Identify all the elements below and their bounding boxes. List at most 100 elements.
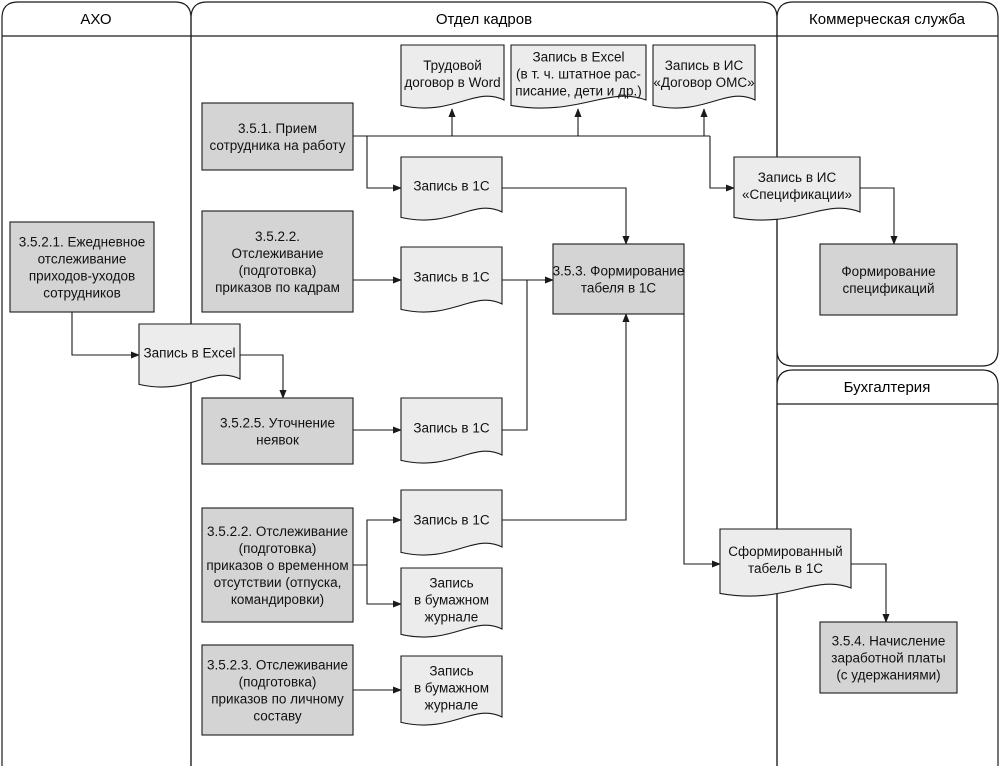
shape-text-line: (подготовка) (239, 541, 317, 556)
shape-text-line: 3.5.2.1. Ежедневное (19, 235, 146, 250)
process-box-pspec: Формирование спецификаций (819, 243, 958, 316)
lane-title-hr: Отдел кадров (436, 11, 532, 28)
shape-text-line: заработной платы (831, 651, 945, 666)
shape-text-line: (в т. ч. штатное рас- (516, 67, 641, 82)
shape-text-line: Запись в ИС (665, 58, 744, 73)
shape-text-line: табеля в 1С (581, 281, 657, 296)
shape-text-line: отсутствии (отпуска, (214, 575, 342, 590)
document-outline (400, 655, 503, 726)
process-box-p3525: 3.5.2.5. Уточнение неявок (201, 397, 354, 465)
flow-1c-to-tabel (502, 187, 630, 245)
shape-text-line: составу (253, 709, 302, 724)
document-shape-dtabel: Сформированный табель в 1С (719, 528, 852, 597)
shape-text-line: журнале (425, 610, 479, 625)
shape-text-line: приказов о временном (206, 558, 348, 573)
shape-text-line: спецификаций (842, 281, 934, 296)
shape-text-line: (с удержаниями) (836, 668, 940, 683)
connectors (71, 108, 898, 694)
shape-text-line: 3.5.2.5. Уточнение (220, 416, 335, 431)
shape-text-line: отслеживание (38, 252, 127, 267)
shape-text-line: Сформированный (728, 544, 842, 559)
process-rect (201, 210, 354, 313)
document-shape-d1c4: Запись в 1С (400, 489, 503, 556)
shape-text-line: договор в Word (404, 75, 500, 90)
flow-1c-temp-to-tabel (502, 313, 630, 521)
document-outline (510, 44, 647, 109)
lane-commercial: Коммерческая служба (776, 1, 999, 367)
shape-text-line: приказов по личному (211, 692, 344, 707)
shape-text-line: «Договор ОМС» (653, 75, 754, 90)
document-outline (138, 323, 241, 388)
process-box-p3523: 3.5.2.3. Отслеживание(подготовка)приказо… (201, 644, 354, 736)
document-shape-dspec: Запись в ИС «Спецификации» (733, 156, 861, 221)
shape-text-line: Формирование (841, 264, 935, 279)
shape-text-line: Трудовой (423, 58, 482, 73)
shape-text-line: приходов-уходов (29, 269, 135, 284)
flow-temp-orders-to-journal (366, 565, 402, 608)
flow-tabel-to-generated (683, 314, 721, 568)
shape-text-line: 3.5.2.2. Отслеживание (207, 524, 348, 539)
document-outline (733, 156, 861, 221)
shape-text-line: Запись в 1С (413, 179, 489, 194)
shape-text-line: неявок (256, 433, 299, 448)
shape-text-line: Запись в ИС (758, 170, 837, 185)
shapes: 3.5.2.1. Ежедневное отслеживание приходов-… (9, 44, 958, 736)
shape-text-line: (подготовка) (239, 263, 317, 278)
shape-text-line: Запись (429, 664, 473, 679)
process-box-p354: 3.5.4. Начисление заработной платы (с удер… (819, 621, 958, 694)
lane-hr: Отдел кадров (190, 1, 778, 766)
process-box-p3522b: 3.5.2.2. Отслеживание (подготовка) приказо… (201, 507, 354, 623)
flow-spec-record-to-spec (860, 187, 898, 245)
shape-text-line: Запись в Excel (144, 346, 236, 361)
flow-absence-merge (502, 280, 528, 431)
process-box-p351: 3.5.1. Прием сотрудника на работу (201, 102, 354, 171)
process-rect (9, 221, 155, 313)
document-outline (400, 44, 505, 109)
shape-text-line: табель в 1С (748, 561, 823, 576)
shape-text-line: сотрудника на работу (209, 138, 345, 153)
process-rect (201, 644, 354, 736)
shape-text-line: в бумажном (414, 593, 489, 608)
flow-hire-to-1c (366, 136, 402, 192)
document-shape-d1c1: Запись в 1С (400, 156, 503, 221)
shape-text-line: 3.5.4. Начисление (832, 634, 946, 649)
document-shape-d1c2: Запись в 1С (400, 246, 503, 313)
shape-text-line: 3.5.2.3. Отслеживание (207, 658, 348, 673)
lane-accounting: Бухгалтерия (776, 369, 999, 766)
lane-title-axo: АХО (80, 11, 111, 28)
shape-text-line: Запись (429, 576, 473, 591)
shape-text-line: командировки) (231, 592, 324, 607)
shape-text-line: «Спецификации» (742, 187, 852, 202)
document-shape-doms: Запись в ИС «Договор ОМС» (652, 44, 756, 109)
shape-text-line: Отслеживание (231, 246, 323, 261)
shape-text-line: Запись в Excel (533, 50, 625, 65)
lane-axo: АХО (1, 1, 192, 766)
shape-text-line: приказов по кадрам (215, 280, 340, 295)
shape-text-line: 3.5.1. Прием (238, 121, 317, 136)
flow-excel-to-absence (240, 354, 287, 399)
document-shape-djournal1: Запись в бумажном журнале (400, 567, 503, 638)
shape-text-line: 3.5.3. Формирование (553, 264, 685, 279)
document-outline (400, 156, 503, 221)
document-outline (400, 489, 503, 556)
process-rect (201, 397, 354, 465)
process-rect (201, 507, 354, 623)
shape-text-line: Запись в 1С (413, 513, 489, 528)
process-rect (201, 102, 354, 171)
lane-title-accounting: Бухгалтерия (844, 379, 931, 396)
flow-temp-orders-split (353, 516, 402, 566)
process-rect (819, 621, 958, 694)
shape-text-line: Запись в 1С (413, 421, 489, 436)
flow-hire-to-spec-record (709, 136, 735, 192)
process-rect (552, 243, 685, 315)
document-shape-dexcel1: Запись в Excel (в т. ч. штатное рас-писан… (510, 44, 647, 109)
document-outline (719, 528, 852, 597)
shape-text-line: писание, дети и др.) (515, 84, 641, 99)
shape-text-line: 3.5.2.2. (255, 229, 300, 244)
document-outline (652, 44, 756, 109)
shape-text-line: сотрудников (43, 286, 121, 301)
